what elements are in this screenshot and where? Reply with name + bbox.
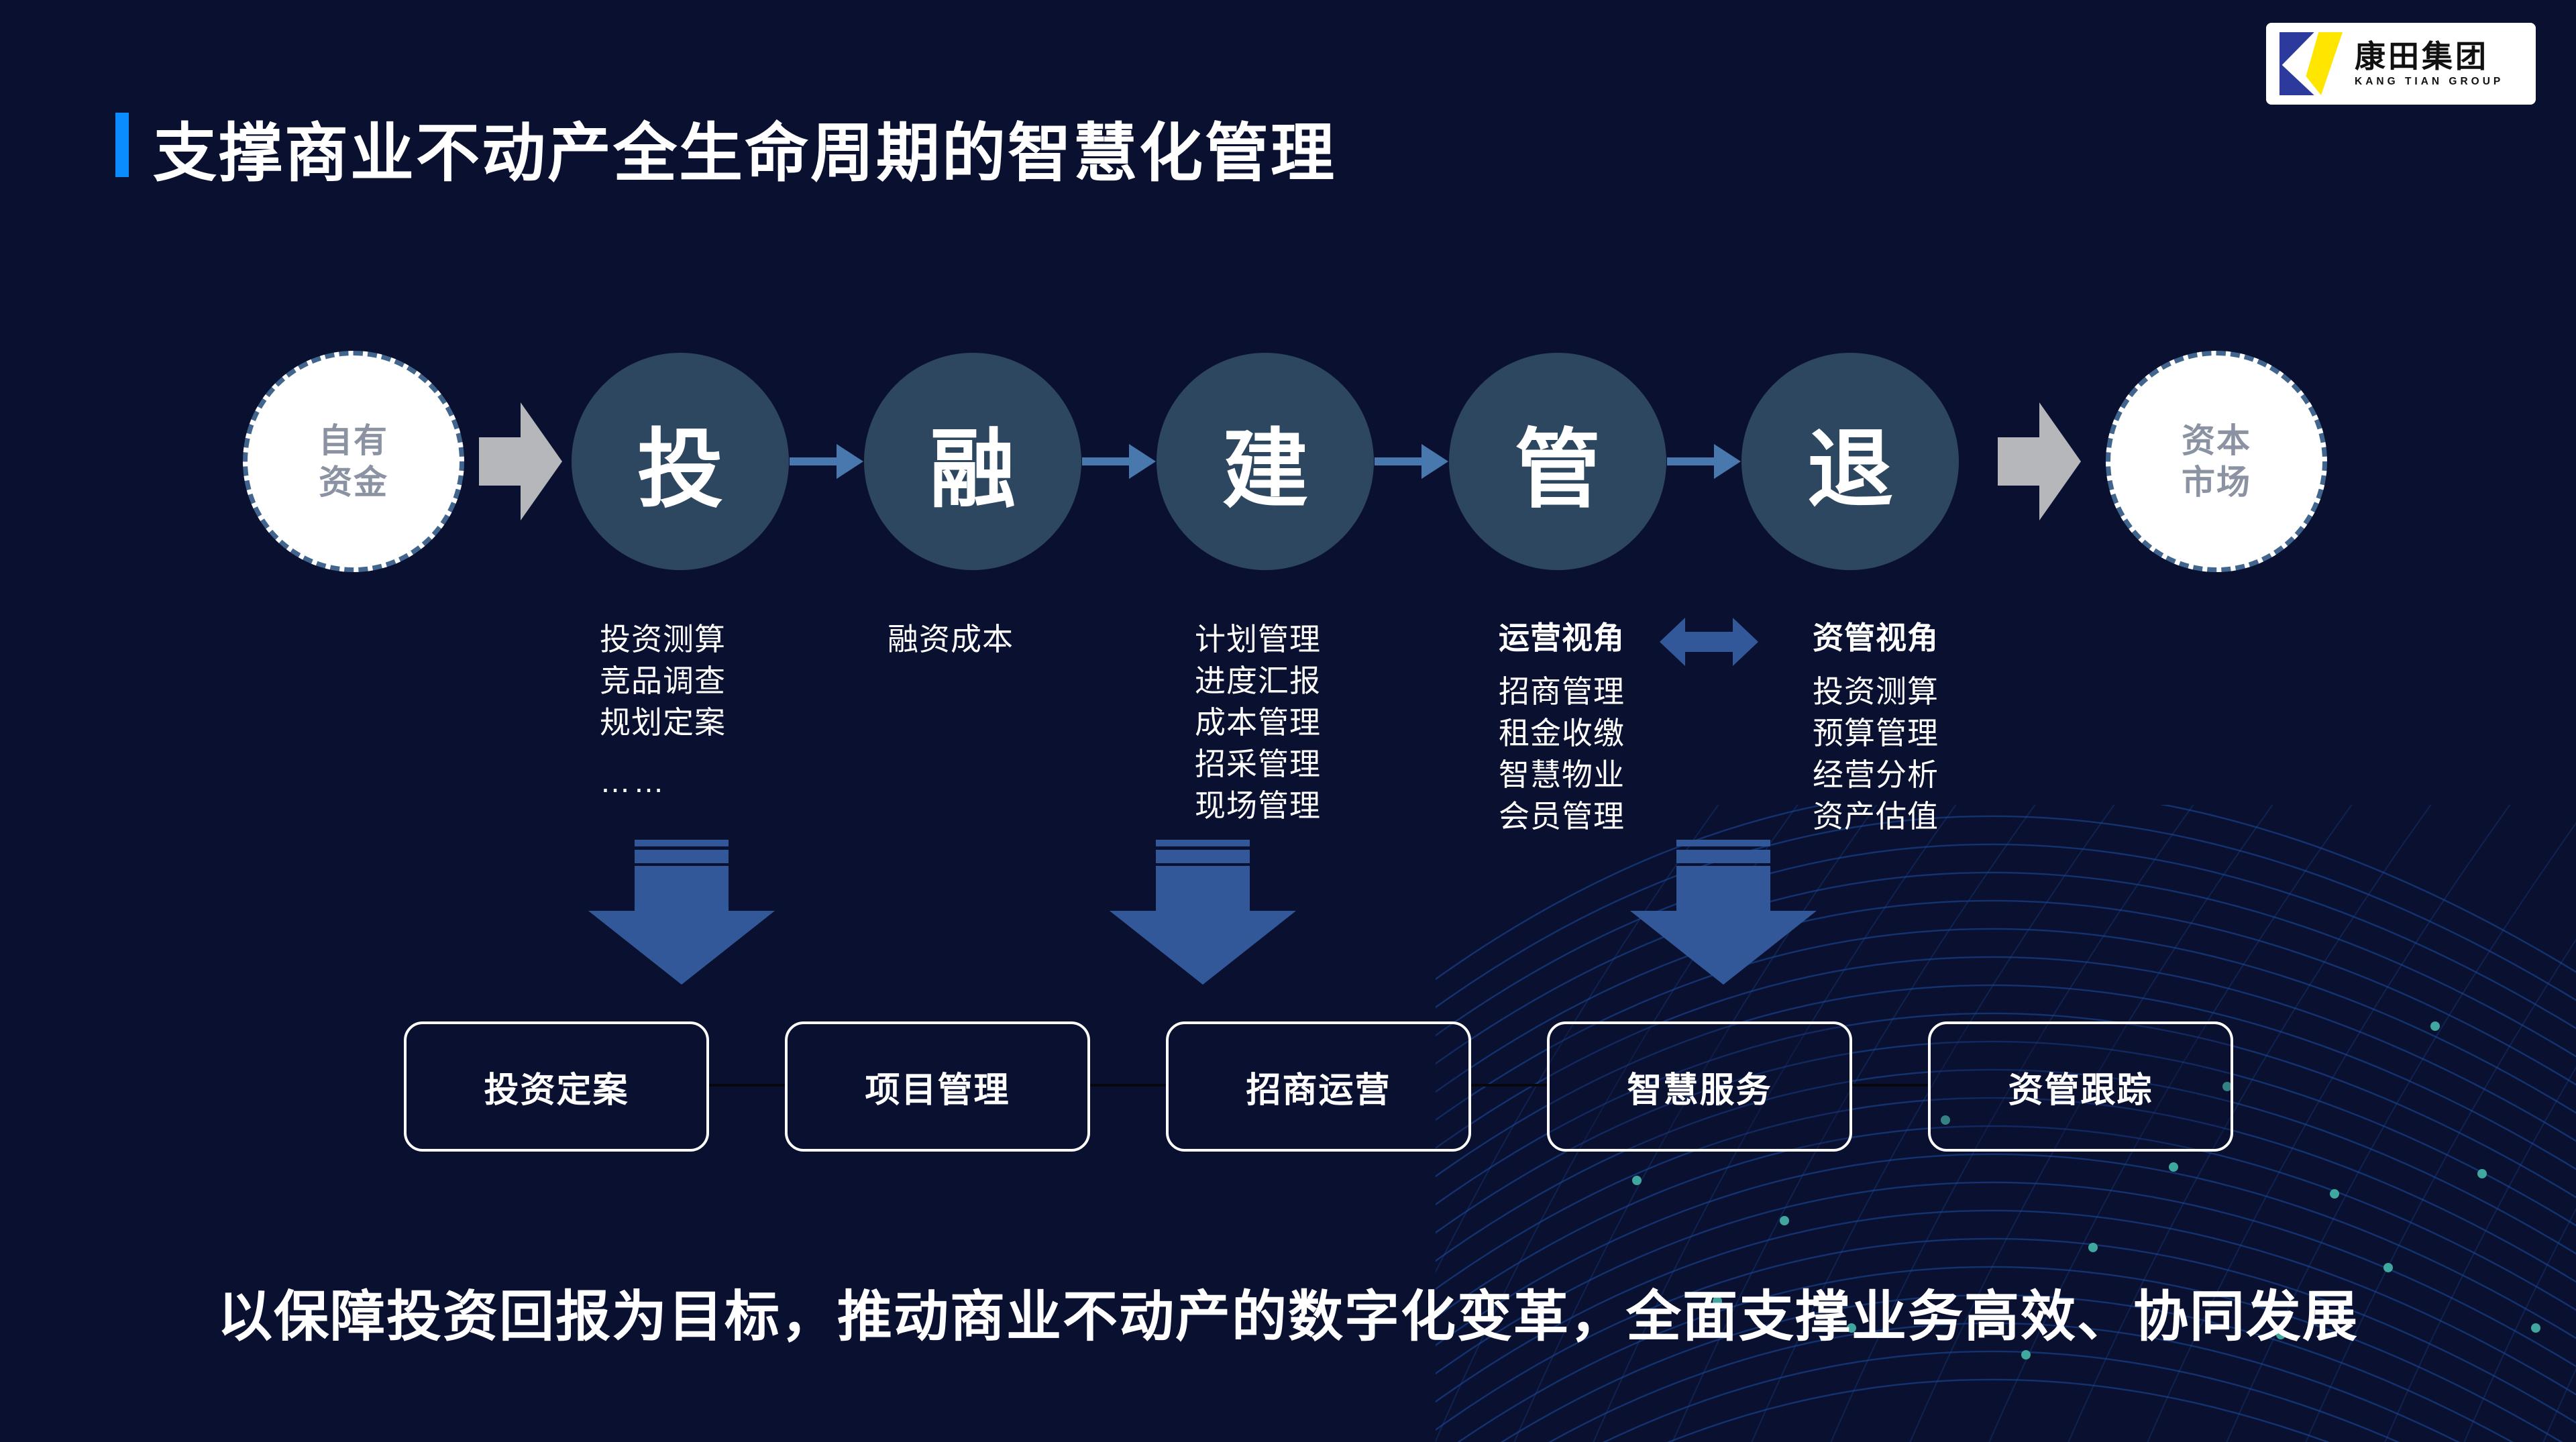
stage-items-manage: 运营视角 招商管理 租金收缴 智慧物业 会员管理 bbox=[1499, 617, 1625, 837]
column-header-asset-view: 资管视角 bbox=[1813, 620, 1939, 655]
list-item: 招商管理 bbox=[1499, 674, 1625, 709]
double-arrow-icon bbox=[1660, 618, 1758, 666]
right-arrow-gray-icon bbox=[1998, 402, 2081, 520]
sink-line-2: 市场 bbox=[2182, 463, 2251, 501]
sink-line-1: 资本 bbox=[2182, 422, 2251, 459]
sink-circle-capital-market: 资本 市场 bbox=[2106, 351, 2327, 572]
list-item: 预算管理 bbox=[1813, 716, 1939, 751]
list-item: 会员管理 bbox=[1499, 799, 1625, 834]
list-item: 竞品调查 bbox=[600, 663, 726, 698]
list-item: 租金收缴 bbox=[1499, 716, 1625, 751]
stage-items-invest: 投资测算 竞品调查 规划定案 …… bbox=[600, 618, 726, 802]
logo-k-icon bbox=[2279, 32, 2343, 95]
column-header-operations-view: 运营视角 bbox=[1499, 620, 1625, 655]
box-connector-line bbox=[1090, 1084, 1166, 1087]
module-box-investment-decision: 投资定案 bbox=[404, 1021, 709, 1152]
stage-circle-exit: 退 bbox=[1741, 353, 1959, 570]
stage-items-exit: 资管视角 投资测算 预算管理 经营分析 资产估值 bbox=[1813, 617, 1939, 837]
stage-char-build: 建 bbox=[1222, 421, 1308, 518]
list-item: 融资成本 bbox=[888, 622, 1014, 657]
list-item: 规划定案 bbox=[600, 705, 726, 740]
source-line-1: 自有 bbox=[319, 422, 388, 459]
module-label: 智慧服务 bbox=[1627, 1070, 1772, 1110]
list-item: 进度汇报 bbox=[1195, 663, 1321, 698]
logo-en-text: KANG TIAN GROUP bbox=[2355, 76, 2504, 88]
stage-char-exit: 退 bbox=[1807, 421, 1893, 518]
stage-char-manage: 管 bbox=[1514, 421, 1601, 518]
stage-circle-invest: 投 bbox=[572, 353, 789, 570]
logo-cn-text: 康田集团 bbox=[2355, 38, 2489, 74]
company-logo: 康田集团 KANG TIAN GROUP bbox=[2266, 23, 2536, 105]
logo-text-block: 康田集团 KANG TIAN GROUP bbox=[2355, 40, 2504, 89]
down-arrow-icon bbox=[1110, 840, 1296, 985]
title-accent-bar bbox=[115, 113, 129, 177]
module-label: 投资定案 bbox=[484, 1070, 629, 1110]
source-circle-own-funds: 自有 资金 bbox=[243, 351, 464, 572]
list-item: 经营分析 bbox=[1813, 757, 1939, 792]
list-item: 成本管理 bbox=[1195, 705, 1321, 740]
stage-items-finance: 融资成本 bbox=[888, 618, 1014, 660]
source-line-2: 资金 bbox=[319, 463, 388, 501]
module-label: 资管跟踪 bbox=[2008, 1070, 2153, 1110]
list-item: 招采管理 bbox=[1195, 746, 1321, 781]
flow-arrow-icon bbox=[1375, 444, 1448, 479]
down-arrow-icon bbox=[1630, 840, 1817, 985]
page-title: 支撑商业不动产全生命周期的智慧化管理 bbox=[153, 118, 1337, 189]
stage-circle-finance: 融 bbox=[864, 353, 1081, 570]
stage-char-finance: 融 bbox=[929, 421, 1016, 518]
module-box-project-management: 项目管理 bbox=[785, 1021, 1090, 1152]
list-item: 智慧物业 bbox=[1499, 757, 1625, 792]
flow-arrow-icon bbox=[1667, 444, 1741, 479]
list-item: 投资测算 bbox=[1813, 674, 1939, 709]
background-mesh-decoration bbox=[1436, 805, 2576, 1442]
list-item: 资产估值 bbox=[1813, 799, 1939, 834]
down-arrow-icon bbox=[588, 840, 775, 985]
list-item-ellipsis: …… bbox=[600, 764, 667, 799]
module-box-smart-services: 智慧服务 bbox=[1547, 1021, 1852, 1152]
stage-char-invest: 投 bbox=[637, 421, 723, 518]
list-item: 现场管理 bbox=[1195, 788, 1321, 823]
footer-statement: 以保障投资回报为目标，推动商业不动产的数字化变革，全面支撑业务高效、协同发展 bbox=[217, 1286, 2359, 1347]
module-box-asset-tracking: 资管跟踪 bbox=[1928, 1021, 2233, 1152]
module-box-leasing-operations: 招商运营 bbox=[1166, 1021, 1471, 1152]
module-label: 招商运营 bbox=[1246, 1070, 1391, 1110]
module-label: 项目管理 bbox=[865, 1070, 1010, 1110]
list-item: 计划管理 bbox=[1195, 622, 1321, 657]
flow-arrow-icon bbox=[790, 444, 863, 479]
right-arrow-gray-icon bbox=[479, 402, 562, 520]
flow-arrow-icon bbox=[1082, 444, 1156, 479]
list-item: 投资测算 bbox=[600, 622, 726, 657]
stage-circle-manage: 管 bbox=[1449, 353, 1666, 570]
box-connector-line bbox=[1471, 1084, 1547, 1087]
stage-circle-build: 建 bbox=[1157, 353, 1374, 570]
stage-items-build: 计划管理 进度汇报 成本管理 招采管理 现场管理 bbox=[1195, 618, 1321, 826]
box-connector-line bbox=[1852, 1084, 1928, 1087]
sink-circle-label: 资本 市场 bbox=[2182, 420, 2251, 503]
source-circle-label: 自有 资金 bbox=[319, 420, 388, 503]
box-connector-line bbox=[709, 1084, 785, 1087]
